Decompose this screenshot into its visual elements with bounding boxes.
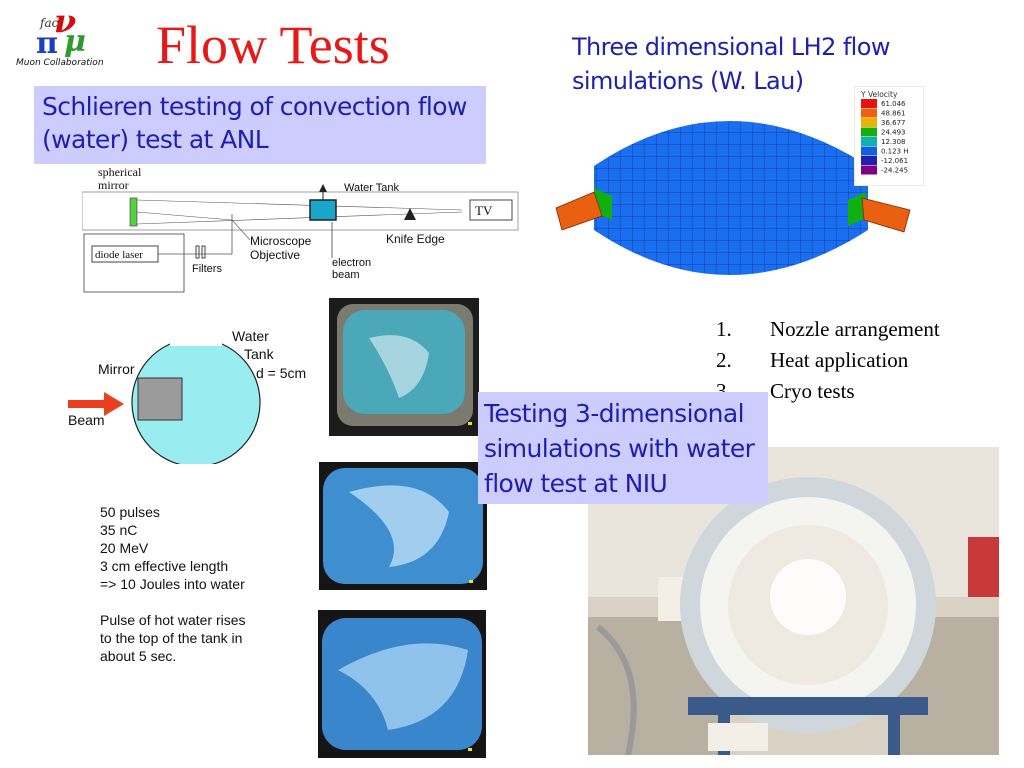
list-label: Cryo tests <box>770 379 855 403</box>
legend-swatch <box>861 99 877 108</box>
note-line: to the top of the tank in <box>100 630 243 646</box>
legend-value: 36.677 <box>881 119 906 127</box>
legend-swatch <box>861 165 877 175</box>
list-item: 1. Nozzle arrangement <box>716 314 940 345</box>
beam-arrow <box>68 392 124 416</box>
outlet-flange <box>848 192 866 226</box>
schematic-label: Water Tank <box>344 182 400 194</box>
niu-caption-line: Testing 3-dimensional <box>484 399 745 428</box>
logo-collaboration-text: Muon Collaboration <box>16 58 104 68</box>
legend-swatch <box>861 137 877 146</box>
schematic-label: mirror <box>98 178 129 192</box>
tank-cross-section-diagram: Water Tank d = 5cm Mirror Beam <box>68 328 306 464</box>
legend-value: 48.861 <box>881 110 906 118</box>
schlieren-caption-box: Schlieren testing of convection flow (wa… <box>34 86 486 164</box>
logo-nu-symbol: ν <box>54 2 77 40</box>
mesh-grid <box>594 121 868 275</box>
tv-monitor <box>469 199 513 221</box>
logo-pi-symbol: π <box>36 26 58 61</box>
note-line: 50 pulses <box>100 504 160 520</box>
tank-outline <box>82 191 519 231</box>
legend-value: 0.123 H <box>881 148 909 156</box>
schematic-label: beam <box>332 269 360 281</box>
page-title: Flow Tests <box>156 15 390 75</box>
legend-swatch <box>861 156 877 165</box>
schematic-label: Filters <box>192 263 222 275</box>
schematic-label: spherical <box>98 165 142 179</box>
tv-screen-photo-3 <box>318 610 486 758</box>
legend-title: Y Velocity <box>860 90 898 99</box>
logo-fact-text: fact <box>40 16 64 30</box>
note-line: => 10 Joules into water <box>100 576 245 592</box>
outlet-nozzle <box>861 197 911 233</box>
niu-caption-line: flow test at NIU <box>484 469 668 498</box>
list-number: 2. <box>716 348 732 372</box>
logo-mu-symbol: μ <box>64 24 86 59</box>
light-ray <box>136 199 463 211</box>
note-line: 35 nC <box>100 522 138 538</box>
laser-enclosure <box>83 233 185 293</box>
note-line: 20 MeV <box>100 540 149 556</box>
electron-beam-arrowhead <box>319 184 327 192</box>
tank-label: Beam <box>68 412 105 428</box>
legend-swatch <box>861 118 877 127</box>
schematic-label: TV <box>475 203 493 218</box>
niu-caption-line: simulations with water <box>484 434 755 463</box>
list-label: Heat application <box>770 348 909 372</box>
mirror-block <box>137 377 183 421</box>
niu-caption-box: Testing 3-dimensional simulations with w… <box>478 392 768 504</box>
lh2-simulation-mesh <box>555 121 911 275</box>
tank-label: d = 5cm <box>256 365 306 381</box>
niu-flow-test-photo <box>588 447 999 755</box>
tests-list: 1.Nozzle arrangement 2.Heat application … <box>716 314 940 407</box>
legend-value: 61.046 <box>881 100 906 108</box>
list-number: 1. <box>716 317 732 341</box>
schematic-label: Objective <box>250 248 300 262</box>
knife-edge <box>404 208 416 220</box>
legend-value: 12.308 <box>881 138 906 146</box>
tank-opening <box>170 340 222 346</box>
lh2-simulation-caption: Three dimensional LH2 flow simulations (… <box>572 30 932 98</box>
schematic-label: electron <box>332 257 371 269</box>
tank-label: Tank <box>244 346 275 362</box>
schematic-label: Microscope <box>250 234 312 248</box>
lh2-caption-line: simulations (W. Lau) <box>572 67 804 95</box>
schlieren-optics-schematic: spherical mirror Water Tank TV diode las… <box>82 165 519 293</box>
light-ray <box>136 211 233 221</box>
list-label: Nozzle arrangement <box>770 317 940 341</box>
muon-collaboration-logo: fact ν π μ Muon Collaboration <box>14 2 114 72</box>
water-tank-cell <box>309 199 337 221</box>
schlieren-caption-line: Schlieren testing of convection flow <box>42 92 467 121</box>
tv-screen-photo-1 <box>329 298 479 436</box>
note-line: about 5 sec. <box>100 648 177 664</box>
label-leader <box>231 219 251 241</box>
legend-swatch <box>861 127 877 137</box>
water-tank-circle <box>131 343 261 464</box>
note-line: 3 cm effective length <box>100 558 229 574</box>
tank-label: Water <box>232 328 269 344</box>
schlieren-caption-line: (water) test at ANL <box>42 125 269 154</box>
inlet-nozzle <box>555 191 603 231</box>
legend-value: -12.061 <box>881 157 908 165</box>
legend-value: 24.493 <box>881 129 906 137</box>
filter <box>201 245 206 259</box>
experiment-notes: 50 pulses 35 nC 20 MeV 3 cm effective le… <box>100 503 246 665</box>
legend-swatch <box>861 146 877 156</box>
tank-label: Mirror <box>98 361 135 377</box>
filter <box>195 245 200 259</box>
legend-value: -24.245 <box>881 167 908 175</box>
schematic-label: diode laser <box>95 249 143 261</box>
spherical-mirror <box>129 197 138 227</box>
lh2-caption-line: Three dimensional LH2 flow <box>572 33 890 61</box>
note-line: Pulse of hot water rises <box>100 612 246 628</box>
legend-swatch <box>861 108 877 118</box>
schematic-label: Knife Edge <box>386 232 445 246</box>
list-item: 2. Heat application <box>716 345 940 376</box>
tv-screen-photo-2 <box>319 462 487 590</box>
